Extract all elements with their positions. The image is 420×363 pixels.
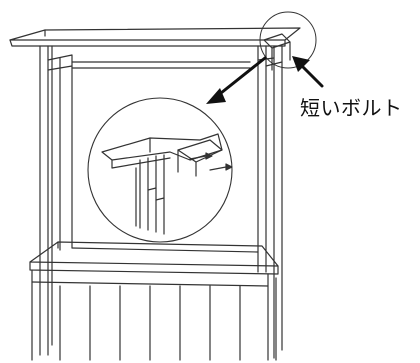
back-frame xyxy=(71,61,259,253)
right-post xyxy=(257,45,283,359)
top-roof-board xyxy=(9,27,301,47)
arrow-to-bolt xyxy=(292,56,324,88)
arrow-to-magnifier xyxy=(206,56,267,104)
left-post xyxy=(39,45,73,356)
counter-top xyxy=(29,241,279,275)
detail-magnifier xyxy=(87,97,233,243)
corner-highlight-circle xyxy=(259,11,317,69)
right-bracket xyxy=(263,33,291,71)
lower-cabinet xyxy=(31,269,277,361)
short-bolt-label: 短いボルト xyxy=(300,96,403,120)
